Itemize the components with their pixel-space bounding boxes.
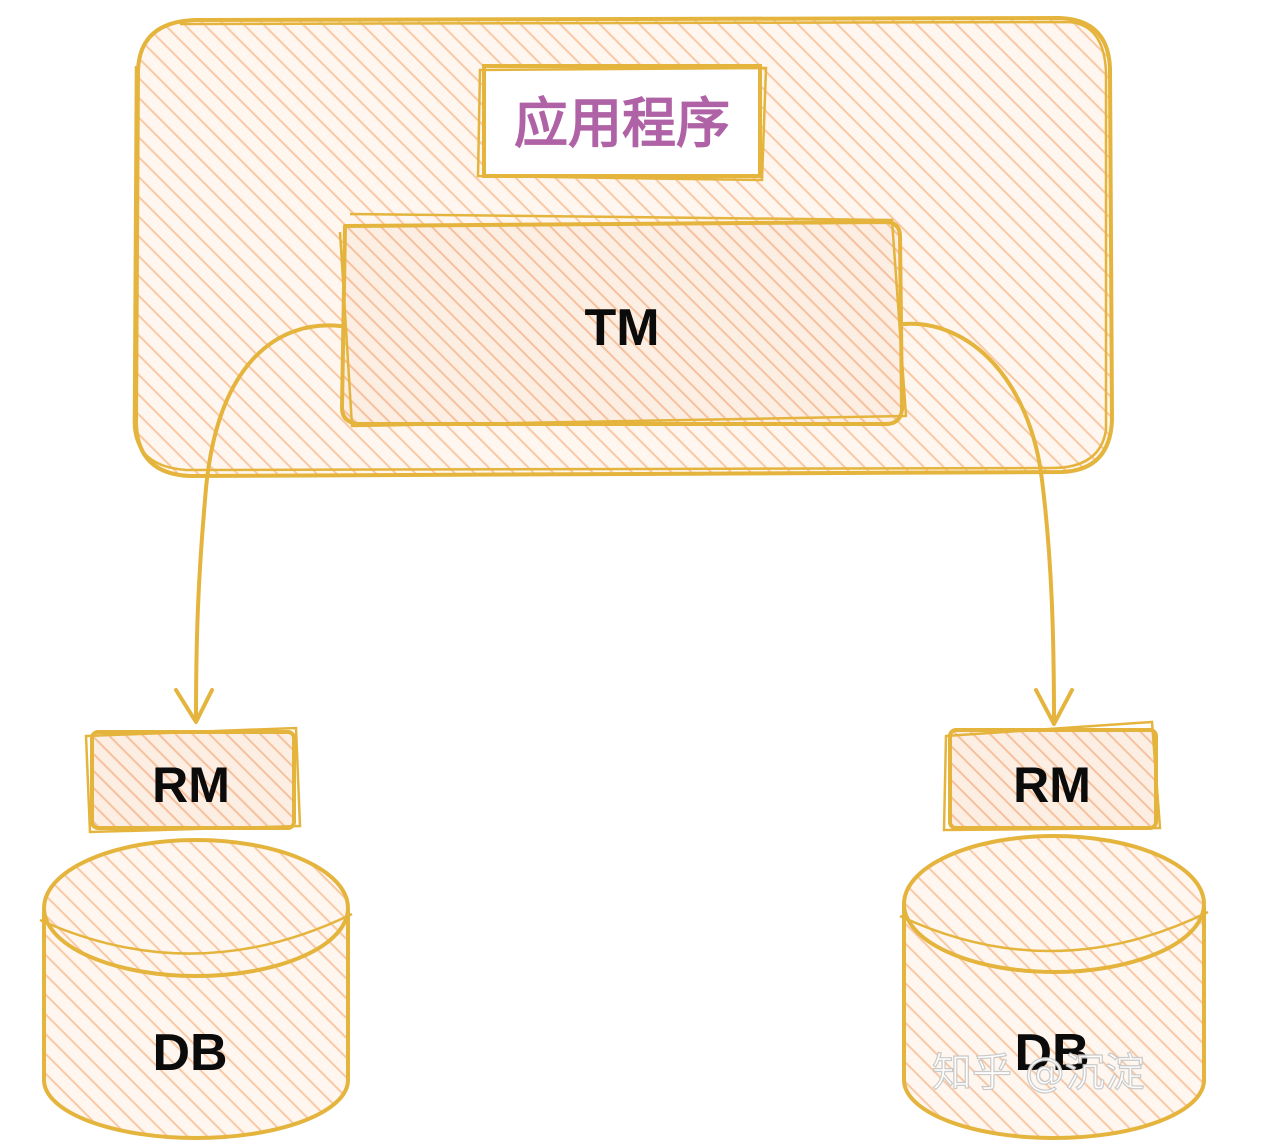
right-rm-label: RM bbox=[1013, 757, 1091, 813]
left-db-label: DB bbox=[152, 1024, 227, 1082]
watermark-text: 知乎 @沉淀 bbox=[932, 1050, 1145, 1096]
left-rm-label: RM bbox=[152, 757, 230, 813]
application-title: 应用程序 bbox=[514, 92, 730, 155]
right-db-cylinder: DB bbox=[899, 834, 1209, 1140]
arrow-tm-to-right-rm bbox=[902, 321, 1074, 726]
arrow-tm-to-left-rm bbox=[174, 323, 342, 724]
tm-label: TM bbox=[584, 299, 659, 357]
left-db-cylinder: DB bbox=[39, 838, 353, 1140]
tm-box: TM bbox=[338, 212, 908, 428]
right-db-label: DB bbox=[1014, 1024, 1089, 1082]
right-rm-box: RM bbox=[942, 720, 1162, 832]
left-rm-box: RM bbox=[84, 726, 302, 834]
application-title-box: 应用程序 bbox=[476, 64, 768, 182]
